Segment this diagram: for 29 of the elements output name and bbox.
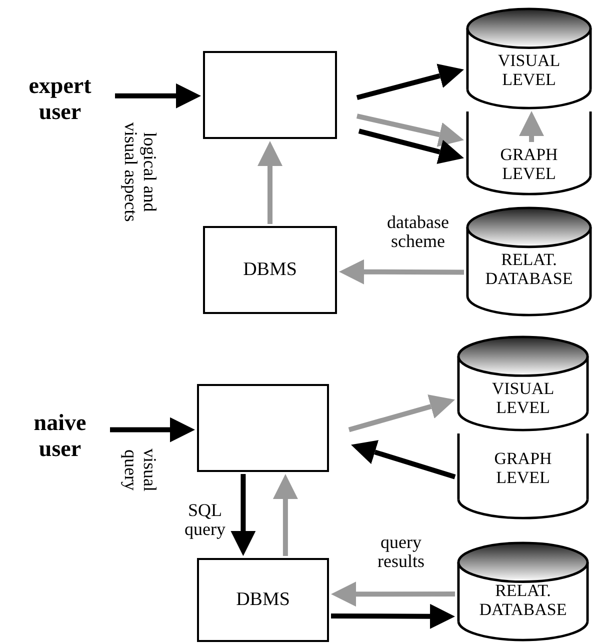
node-label: VISUAL LEVEL <box>496 52 562 90</box>
arrow <box>272 474 298 556</box>
arrow <box>519 111 544 142</box>
arrow <box>351 440 456 480</box>
node-label: RELAT. DATABASE <box>478 582 568 620</box>
arrow <box>356 64 464 100</box>
edge-label: SQL query <box>183 501 227 539</box>
node-label: GRAPH LEVEL <box>499 146 559 184</box>
process-box <box>197 384 329 472</box>
arrow <box>110 417 195 442</box>
node-label: DBMS <box>243 260 297 280</box>
arrow <box>339 259 464 284</box>
user-label: naive user <box>15 405 105 467</box>
process-box <box>203 226 337 314</box>
arrow <box>230 474 256 556</box>
node-label: RELAT. DATABASE <box>484 251 574 288</box>
arrow <box>331 582 455 607</box>
node-label: VISUAL LEVEL <box>490 380 556 418</box>
arrow <box>348 394 455 432</box>
user-label: expert user <box>10 68 110 130</box>
arrow <box>358 128 464 164</box>
arrow <box>258 141 282 224</box>
arrow <box>331 604 455 629</box>
process-box <box>197 558 329 642</box>
process-box <box>203 51 337 139</box>
arrow <box>356 114 464 147</box>
arrow <box>115 83 201 108</box>
node-label: GRAPH LEVEL <box>493 450 553 488</box>
node-label: DBMS <box>236 590 290 610</box>
